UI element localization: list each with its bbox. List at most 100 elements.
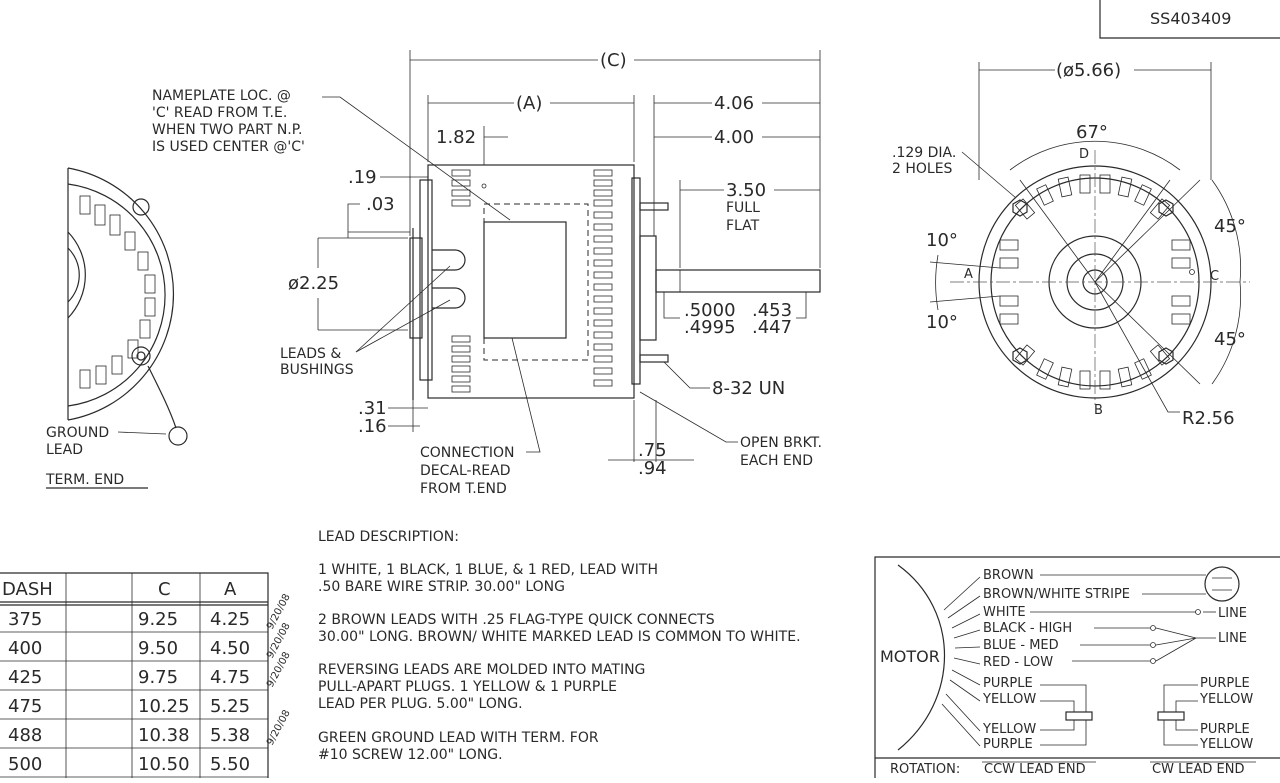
lead-desc-line: LEAD PER PLUG. 5.00" LONG. [318,696,523,712]
dim-031: .31 [358,398,387,419]
dim-003: .03 [366,194,395,215]
connection-note-2: DECAL-READ [420,463,511,479]
lead-yellow: YELLOW [982,722,1036,737]
cell-a: 5.38 [210,725,250,746]
lead-desc-line: 1 WHITE, 1 BLACK, 1 BLUE, & 1 RED, LEAD … [318,562,658,578]
lead-desc-line: .50 BARE WIRE STRIP. 30.00" LONG [318,579,565,595]
cell-dash: 475 [8,696,42,717]
dim-400: 4.00 [714,127,754,148]
dim-019: .19 [348,167,377,188]
cell-dash: 488 [8,725,42,746]
angle-67: 67° [1076,122,1108,143]
line-label-1: LINE [1218,606,1247,621]
cell-a: 4.25 [210,609,250,630]
capacitor-icon [1204,566,1240,602]
lead-purple: PURPLE [983,676,1033,691]
dim-dia-225: ø2.25 [288,273,339,294]
connection-note-3: FROM T.END [420,481,507,497]
dim-016: .16 [358,416,387,437]
dim-075: .75 [638,440,667,461]
side-view: (C) (A) 4.06 4.00 1.82 .19 .03 3.50 FULL… [152,50,822,497]
dim-350: 3.50 [726,180,766,201]
cw-lead-end: CW LEAD END [1152,762,1245,777]
col-dash: DASH [2,579,53,600]
cell-dash: 425 [8,667,42,688]
lead-desc-title: LEAD DESCRIPTION: [318,529,459,545]
col-c: C [158,579,171,600]
shaft-dia-max: .5000 [684,300,736,321]
cell-c: 9.25 [138,609,178,630]
open-brkt-1: OPEN BRKT. [740,435,822,451]
angle-45-lower: 45° [1214,329,1246,350]
dim-182: 1.82 [436,127,476,148]
dim-a: (A) [516,93,542,114]
open-brkt-2: EACH END [740,453,813,469]
lead-desc-line: 2 BROWN LEADS WITH .25 FLAG-TYPE QUICK C… [318,612,715,628]
cell-a: 4.75 [210,667,250,688]
wiring-diagram: MOTOR BROWN BROWN/WHITE STRIPE WHITE BLA… [874,556,1280,778]
end-label-a: A [964,267,973,282]
side-vents [451,169,613,393]
cell-c: 9.50 [138,638,178,659]
terminal-end-view: GROUND LEAD TERM. END [45,167,188,489]
table-row: 475 10.25 5.25 [8,696,250,717]
nameplate-note-2: 'C' READ FROM T.E. [152,105,287,121]
lead-blue: BLUE - MED [983,638,1059,653]
angle-10-lower: 10° [926,312,958,333]
cell-c: 10.50 [138,754,190,775]
end-view: (ø5.66) 67° .129 DIA. 2 HOLES D A B C 10… [892,60,1250,429]
rev-date: 9/20/08 [265,708,293,747]
flat-max: .453 [752,300,792,321]
connection-note-1: CONNECTION [420,445,515,461]
cell-dash: 500 [8,754,42,775]
motor-label: MOTOR [880,647,940,666]
cell-c: 9.75 [138,667,178,688]
cell-a: 5.50 [210,754,250,775]
line-label-2: LINE [1218,631,1247,646]
drawing-number: SS403409 [1150,9,1231,28]
col-a: A [224,579,237,600]
lead-brown-white: BROWN/WHITE STRIPE [983,587,1130,602]
cw-lead: YELLOW [1199,692,1253,707]
flat-min: .447 [752,317,792,338]
cell-dash: 400 [8,638,42,659]
lead-yellow: YELLOW [982,692,1036,707]
dim-094: .94 [638,458,667,479]
cell-c: 10.38 [138,725,190,746]
lead-red: RED - LOW [983,655,1053,670]
nameplate-note-1: NAMEPLATE LOC. @ [152,88,291,104]
end-label-c: C [1210,269,1219,284]
cell-a: 4.50 [210,638,250,659]
lead-desc-line: 30.00" LONG. BROWN/ WHITE MARKED LEAD IS… [318,629,801,645]
end-label-b: B [1094,403,1103,418]
leads-bushings-2: BUSHINGS [280,362,354,378]
cell-dash: 375 [8,609,42,630]
vent-slots [79,195,156,389]
lead-description: LEAD DESCRIPTION: 1 WHITE, 1 BLACK, 1 BL… [318,529,801,763]
cell-c: 10.25 [138,696,190,717]
ground-lead-label-2: LEAD [46,442,83,458]
cw-lead: PURPLE [1200,676,1250,691]
radius-label: R2.56 [1182,408,1235,429]
nameplate-note-4: IS USED CENTER @'C' [152,139,305,155]
end-view-vents [999,174,1191,390]
lead-black: BLACK - HIGH [983,621,1072,636]
dim-406: 4.06 [714,93,754,114]
cw-lead: PURPLE [1200,722,1250,737]
shaft-dia-min: .4995 [684,317,736,338]
lead-white: WHITE [983,605,1026,620]
full-flat-1: FULL [726,200,760,216]
lead-desc-line: GREEN GROUND LEAD WITH TERM. FOR [318,730,599,746]
lead-desc-line: #10 SCREW 12.00" LONG. [318,747,503,763]
lead-purple: PURPLE [983,737,1033,752]
dim-c: (C) [600,50,627,71]
full-flat-2: FLAT [726,218,760,234]
lead-desc-line: PULL-APART PLUGS. 1 YELLOW & 1 PURPLE [318,679,617,695]
title-block: SS403409 [1099,0,1280,39]
angle-10-upper: 10° [926,230,958,251]
leads-bushings-1: LEADS & [280,346,341,362]
nameplate-note-3: WHEN TWO PART N.P. [152,122,302,138]
ground-lead-label-1: GROUND [46,425,109,441]
